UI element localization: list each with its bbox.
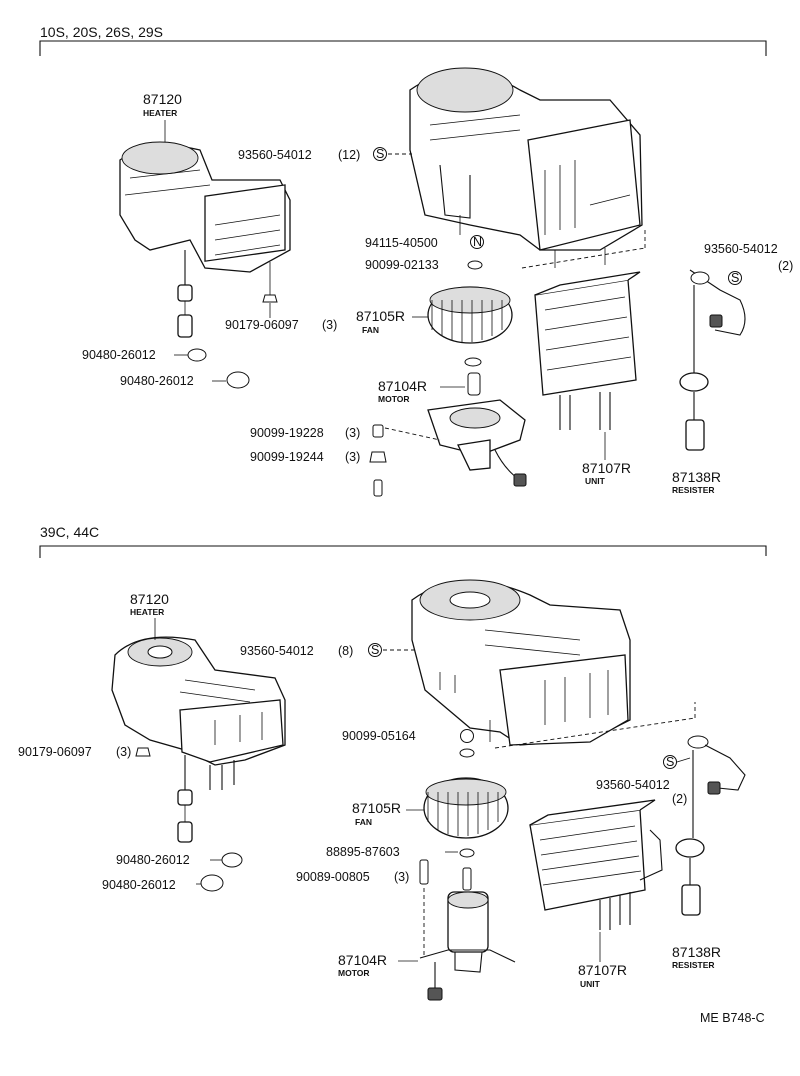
- screw-top-number: 93560-54012: [238, 148, 312, 162]
- grommet2-b-number: 90480-26012: [102, 878, 176, 892]
- nut-9411-number: 94115-40500: [365, 236, 438, 250]
- collar-qty: (3): [345, 426, 360, 440]
- screw-res-number: 93560-54012: [704, 242, 778, 256]
- heater2-name: HEATER: [130, 607, 164, 617]
- washer-number: 90099-02133: [365, 258, 439, 272]
- motor-number: 87104R: [378, 378, 427, 394]
- clip-number: 90179-06097: [225, 318, 299, 332]
- nut-small-qty: (3): [345, 450, 360, 464]
- blower-housing-drawing: [409, 67, 643, 268]
- nut-small-number: 90099-19244: [250, 450, 324, 464]
- collar-number: 90099-19228: [250, 426, 324, 440]
- screw-res2-number: 93560-54012: [596, 778, 670, 792]
- motor-name: MOTOR: [378, 394, 409, 404]
- resister-name: RESISTER: [672, 485, 715, 495]
- fan-name: FAN: [362, 325, 379, 335]
- section-2-bracket: [39, 545, 767, 558]
- resister2-name: RESISTER: [672, 960, 715, 970]
- screw-top-symbol: S: [376, 147, 384, 161]
- screw-res2-symbol: S: [666, 755, 674, 769]
- nut-9411-symbol: N: [473, 235, 482, 249]
- resister2-number: 87138R: [672, 944, 721, 960]
- fan2-number: 87105R: [352, 800, 401, 816]
- heater2-drawing: [111, 636, 286, 843]
- screw-res-symbol: S: [731, 271, 739, 285]
- section-1-bracket: [39, 40, 767, 56]
- motor2-number: 87104R: [338, 952, 387, 968]
- grommet2-a-number: 90480-26012: [116, 853, 190, 867]
- blower-housing2-drawing: [411, 579, 696, 749]
- grommet-b-number: 90480-26012: [120, 374, 194, 388]
- fan2-drawing: [423, 777, 509, 839]
- screw-top2-qty: (8): [338, 644, 353, 658]
- motor2-name: MOTOR: [338, 968, 369, 978]
- unit2-name: UNIT: [580, 979, 601, 989]
- fan-drawing: [427, 286, 513, 367]
- screw-top2-number: 93560-54012: [240, 644, 314, 658]
- heater-name: HEATER: [143, 108, 177, 118]
- screw-res-qty: (2): [778, 259, 793, 273]
- reference-code: ME B748-C: [700, 1011, 765, 1025]
- clip-qty: (3): [322, 318, 337, 332]
- unit-name: UNIT: [585, 476, 606, 486]
- clip2-number: 90179-06097: [18, 745, 92, 759]
- fan-number: 87105R: [356, 308, 405, 324]
- grommet-a-number: 90480-26012: [82, 348, 156, 362]
- fan2-name: FAN: [355, 817, 372, 827]
- section-2: 39C, 44C 87120 HEATER 90179-06097 (3) 90…: [18, 524, 767, 1025]
- screw-res2-qty: (2): [672, 792, 687, 806]
- heater-drawing: [119, 141, 291, 338]
- heater2-number: 87120: [130, 591, 169, 607]
- unit2-drawing: [529, 799, 663, 930]
- section-2-heading: 39C, 44C: [40, 524, 99, 540]
- screw-top-qty: (12): [338, 148, 360, 162]
- clip2-qty: (3): [116, 745, 131, 759]
- section-1: 10S, 20S, 26S, 29S 87120 HEATER 90179-06…: [39, 24, 793, 497]
- resister-number: 87138R: [672, 469, 721, 485]
- bolt-number: 90089-00805: [296, 870, 370, 884]
- bolt-qty: (3): [394, 870, 409, 884]
- unit-number: 87107R: [582, 460, 631, 476]
- unit2-number: 87107R: [578, 962, 627, 978]
- washer2b-number: 88895-87603: [326, 845, 400, 859]
- resister-drawing: [679, 269, 746, 451]
- resister2-drawing: [675, 735, 746, 916]
- washer2a-number: 90099-05164: [342, 729, 416, 743]
- motor2-drawing: [419, 867, 516, 1001]
- screw-top2-symbol: S: [371, 643, 379, 657]
- section-1-heading: 10S, 20S, 26S, 29S: [40, 24, 163, 40]
- unit-drawing: [521, 228, 646, 430]
- heater-number: 87120: [143, 91, 182, 107]
- motor-drawing: [427, 372, 527, 487]
